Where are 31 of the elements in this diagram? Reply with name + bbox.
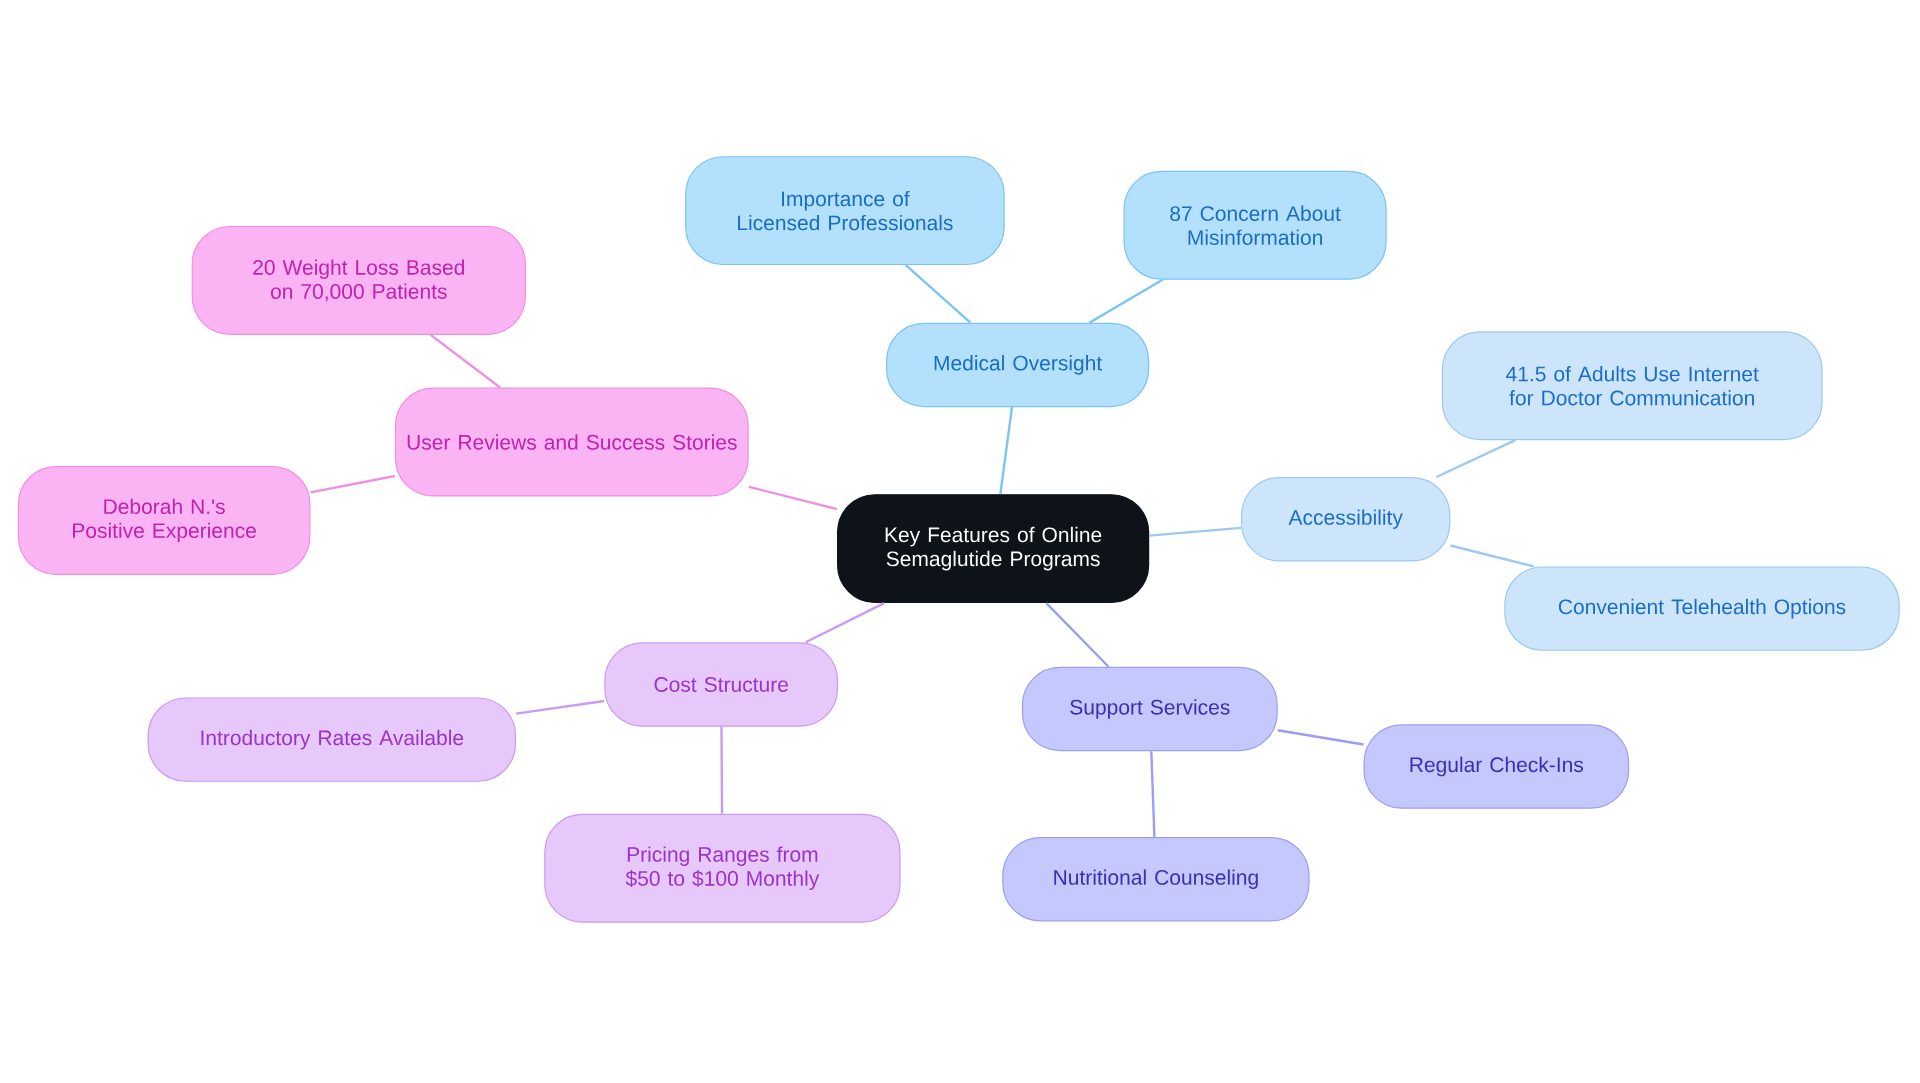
topic-box: Nutritional Counseling	[1002, 837, 1310, 922]
connector-line	[1277, 729, 1364, 746]
connector-line	[1150, 751, 1156, 838]
connector-line	[1149, 526, 1242, 537]
topic-box: Importance of Licensed Professionals	[685, 156, 1005, 266]
connector-line	[429, 333, 501, 389]
central-topic-box: Key Features of Online Semaglutide Programs	[837, 494, 1150, 604]
topic-box: 87 Concern About Misinformation	[1123, 170, 1387, 280]
topic-box: Convenient Telehealth Options	[1504, 566, 1900, 651]
topic-box: Cost Structure	[604, 642, 839, 727]
topic-box: User Reviews and Success Stories	[394, 387, 749, 497]
connector-line	[999, 407, 1014, 495]
connector-line	[1088, 278, 1164, 324]
connector-line	[905, 264, 972, 324]
connector-line	[805, 602, 885, 644]
connector-line	[515, 699, 605, 715]
connector-line	[748, 485, 838, 511]
topic-box: 41.5 of Adults Use Internet for Doctor Communication	[1441, 331, 1823, 441]
topic-box: Accessibility	[1241, 476, 1451, 562]
topic-box: Pricing Ranges from $50 to $100 Monthly	[544, 813, 901, 923]
connector-line	[1450, 544, 1535, 568]
topic-box: 20 Weight Loss Based on 70,000 Patients	[191, 225, 526, 335]
connector-line	[310, 474, 396, 494]
topic-box: Introductory Rates Available	[147, 697, 517, 782]
topic-box: Deborah N.'s Positive Experience	[17, 465, 311, 575]
connector-line	[1435, 439, 1516, 479]
topic-box: Support Services	[1021, 666, 1278, 752]
topic-box: Medical Oversight	[886, 322, 1150, 408]
connector-line	[1045, 602, 1110, 668]
topic-box: Regular Check-Ins	[1363, 724, 1630, 809]
connector-line	[720, 726, 724, 814]
